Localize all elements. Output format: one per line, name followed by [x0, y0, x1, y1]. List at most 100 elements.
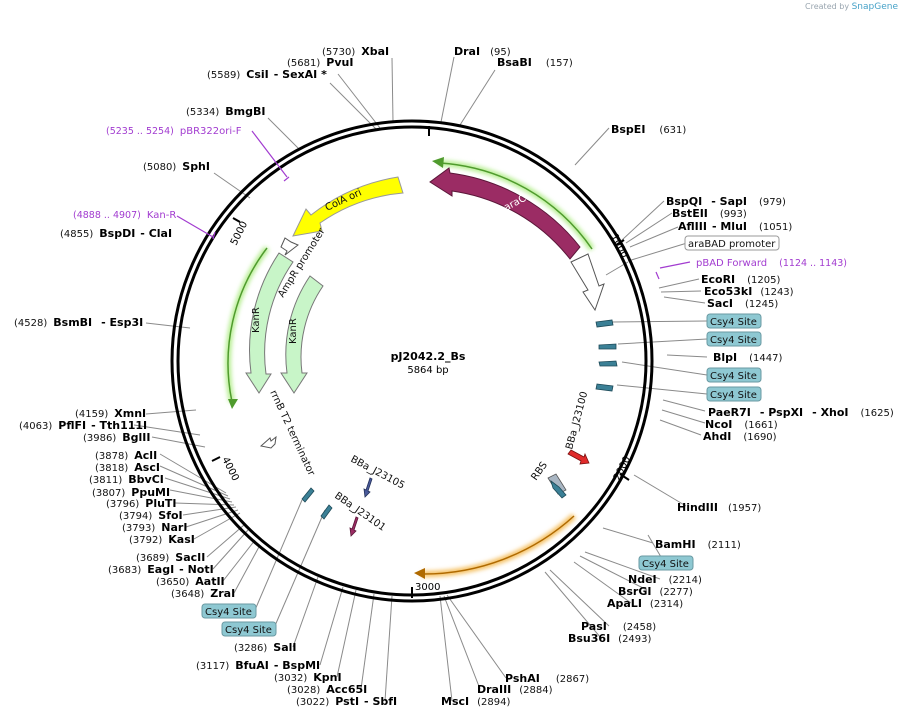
site-drai: DraI(95) — [454, 45, 511, 58]
site-eco53ki: Eco53kI(1243) — [704, 285, 794, 298]
cola-ori-feature: ColA ori — [292, 176, 404, 237]
site-asci: (3818)AscI — [95, 461, 160, 474]
primer-labels: (5235 .. 5254)pBR322ori-F (4888 .. 4907)… — [73, 126, 847, 269]
csy4-mark-1 — [595, 319, 614, 328]
primer-mark-pbad — [655, 261, 691, 280]
ampr-promoter-arrow — [280, 237, 299, 256]
orange-feature-arc — [414, 513, 577, 579]
site-pasi: PasI(2458) — [581, 620, 656, 633]
kanr-feature-1: KanR — [245, 252, 294, 394]
snapgene-credit: Created by SnapGene — [805, 2, 898, 12]
site-pshai: PshAI(2867) — [505, 672, 589, 685]
csy4-box-2: Csy4 Site — [706, 331, 762, 347]
site-apali: ApaLI(2314) — [607, 597, 683, 610]
csy4-box-7: Csy4 Site — [221, 621, 277, 637]
csy4-box-4: Csy4 Site — [706, 386, 762, 402]
primer-marks — [176, 130, 691, 280]
site-xmni: (4159)XmnI — [75, 407, 146, 420]
primer-mark-kanr — [176, 215, 216, 240]
csy4-mark-4 — [595, 383, 614, 392]
snapgene-logo: SnapGene — [851, 2, 898, 12]
kanr-2-arrow-shape — [280, 275, 324, 394]
csy4-box-3-text: Csy4 Site — [710, 371, 757, 382]
kanr-outline — [225, 246, 270, 409]
credit-prefix: Created by — [805, 2, 850, 11]
site-sali: (3286)SalI — [234, 641, 296, 654]
arabad-promoter-text: araBAD promoter — [688, 239, 776, 250]
plasmid-length: 5864 bp — [407, 365, 448, 376]
kanr-2-label: KanR — [288, 318, 299, 344]
tick-label-4000: 4000 — [219, 455, 240, 483]
site-kasi: (3792)KasI — [129, 533, 195, 546]
csy4-box-1-text: Csy4 Site — [710, 317, 757, 328]
site-bamhi: BamHI(2111) — [655, 538, 741, 551]
site-msci: MscI(2894) — [441, 695, 510, 708]
csy4-box-5: Csy4 Site — [638, 555, 694, 571]
csy4-mark-7 — [320, 504, 333, 520]
site-paer7i: PaeR7I- PspXI- XhoI(1625) — [708, 406, 894, 419]
csy4-box-6: Csy4 Site — [201, 603, 257, 619]
site-draiii: DraIII(2884) — [477, 683, 553, 696]
plasmid-name: pJ2042.2_Bs — [391, 350, 466, 363]
boxed-labels: araBAD promoter Csy4 Site Csy4 Site Csy4… — [201, 235, 780, 637]
rrnb-terminator-label: rrnB T2 terminator — [267, 389, 317, 479]
site-kpni: (3032)KpnI — [274, 671, 342, 684]
site-pflfi: (4063)PflFI- Tth111I — [19, 419, 147, 432]
site-bsrgi: BsrGI(2277) — [618, 585, 693, 598]
site-ahdi: AhdI(1690) — [703, 430, 777, 443]
restriction-sites: (5730)XbaI (5681)PvuI (5589)CsiI- SexAI … — [14, 45, 894, 708]
tick-label-5000: 5000 — [229, 220, 250, 248]
site-pluti: (3796)PluTI — [106, 497, 177, 510]
scale-ticks — [211, 126, 630, 598]
site-bsteii: BstEII(993) — [672, 207, 747, 220]
site-sphi: (5080)SphI — [143, 160, 210, 173]
site-bsmbi: (4528)BsmBI- Esp3I — [14, 316, 143, 329]
bba-j23101-arrow — [349, 516, 359, 537]
arabad-promoter-box: araBAD promoter — [684, 235, 780, 251]
site-sacii: (3689)SacII — [136, 551, 205, 564]
csy4-box-1: Csy4 Site — [706, 313, 762, 329]
site-bmgbi: (5334)BmgBI — [186, 105, 265, 118]
site-bsabi: BsaBI(157) — [497, 56, 573, 69]
site-blpi: BlpI(1447) — [713, 351, 782, 364]
site-csii: (5589)CsiI- SexAI * — [207, 68, 327, 81]
kanr-feature-2: KanR — [280, 275, 324, 394]
kanr-1-arrow-shape — [245, 252, 294, 394]
arabad-promoter-arrow — [570, 253, 605, 312]
site-eagi: (3683)EagI- NotI — [108, 563, 214, 576]
site-bspei: BspEI(631) — [611, 123, 686, 136]
site-acc65i: (3028)Acc65I — [287, 683, 367, 696]
site-sfoi: (3794)SfoI — [119, 509, 183, 522]
bba-j23100-label: BBa_J23100 — [564, 390, 590, 450]
site-bfuai: (3117)BfuAI- BspMI — [196, 659, 320, 672]
tick-label-3000: 3000 — [415, 582, 440, 593]
csy4-mark-2 — [598, 343, 617, 350]
rrnb-terminator-arrow — [259, 435, 277, 449]
rbs-label: RBS — [529, 460, 549, 483]
bba-j23101-label: BBa_J23101 — [332, 490, 387, 533]
site-bglii: (3986)BglII — [83, 431, 150, 444]
csy4-mark-6 — [301, 487, 315, 503]
primer-mark-pbr322 — [251, 130, 290, 182]
csy4-box-5-text: Csy4 Site — [642, 559, 689, 570]
bba-j23100-arrow — [567, 449, 590, 465]
site-afliii: AflIII- MluI(1051) — [678, 220, 792, 233]
site-hindiii: HindIII(1957) — [677, 501, 761, 514]
csy4-site-marks — [301, 319, 618, 520]
site-xbai: (5730)XbaI — [322, 45, 389, 58]
site-acli: (3878)AclI — [95, 449, 157, 462]
bba-j23105-label: BBa_J23105 — [349, 454, 407, 492]
site-bspdi: (4855)BspDI- ClaI — [60, 227, 172, 240]
primer-pbad-forward: pBAD Forward(1124 .. 1143) — [696, 258, 847, 269]
kanr-1-label: KanR — [251, 307, 262, 333]
site-bsu36i: Bsu36I(2493) — [568, 632, 652, 645]
primer-kan-r: (4888 .. 4907)Kan-R — [73, 210, 176, 221]
arac-feature: araC — [429, 167, 581, 260]
site-ecori: EcoRI(1205) — [701, 273, 781, 286]
site-saci: SacI(1245) — [707, 297, 778, 310]
csy4-box-6-text: Csy4 Site — [205, 607, 252, 618]
csy4-mark-5 — [550, 479, 567, 499]
site-ppumi: (3807)PpuMI — [92, 486, 170, 499]
site-ncoi: NcoI(1661) — [705, 418, 778, 431]
